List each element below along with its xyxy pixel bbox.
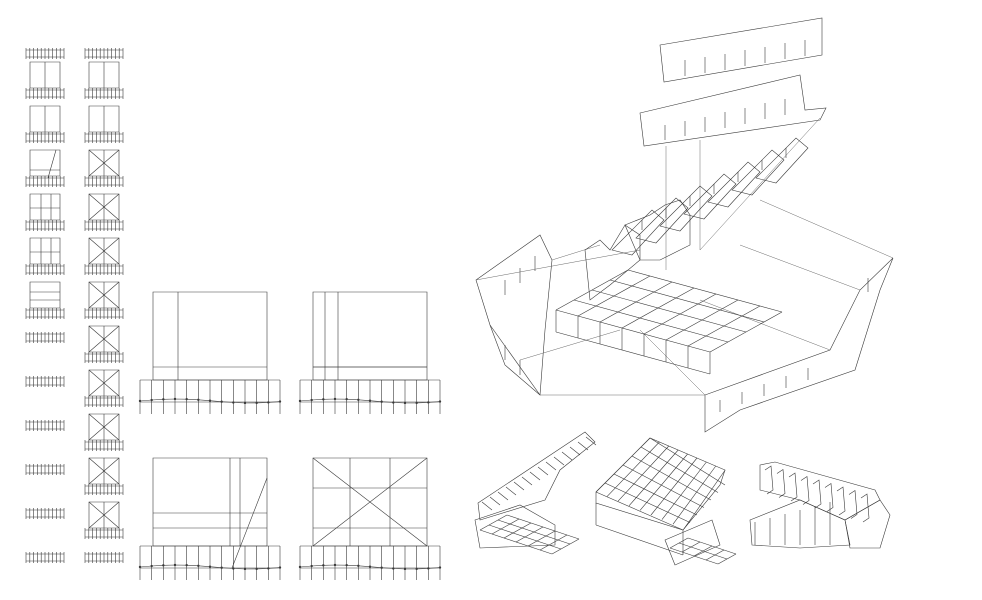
roof-fin-4 [684, 174, 736, 219]
thumbnail-right-4 [85, 150, 123, 187]
thumbnail-left-3 [26, 106, 64, 143]
thumbnail-left-13 [26, 552, 64, 563]
thumbnail-grid [26, 48, 123, 563]
roof-fins [612, 138, 808, 255]
upper-panel [660, 18, 822, 82]
roof-fin-6 [732, 150, 784, 195]
thumbnail-left-12 [26, 508, 64, 519]
floor-grid [556, 270, 782, 374]
thumbnail-right-13 [85, 552, 123, 563]
left-wall-slots [505, 256, 535, 375]
roof-grid-lines [596, 438, 725, 530]
rafter-lines [482, 437, 596, 510]
thumbnail-right-7 [85, 282, 123, 319]
right-wall-slots [720, 278, 868, 412]
thumbnail-right-8 [85, 326, 123, 363]
thumbnail-left-6 [26, 238, 64, 275]
stepped-wall [585, 225, 640, 300]
thumbnail-right-2 [85, 62, 123, 99]
thumbnail-right-5 [85, 194, 123, 231]
large-frame-1 [138, 292, 282, 414]
thumbnail-left-11 [26, 464, 64, 475]
left-side-wall [476, 235, 552, 395]
right-side-wall [705, 258, 893, 432]
second-panel-slots [665, 99, 785, 140]
large-elevation-frames [138, 292, 442, 580]
thumbnail-right-3 [85, 106, 123, 143]
thumbnail-left-8 [26, 332, 64, 343]
thumbnail-left-10 [26, 420, 64, 431]
thumbnail-left-5 [26, 194, 64, 231]
thumbnail-right-1 [85, 48, 123, 59]
thumbnail-right-6 [85, 238, 123, 275]
thumbnail-right-11 [85, 458, 123, 495]
large-frame-2 [298, 292, 442, 414]
rib-lines [755, 466, 869, 545]
thumbnail-right-12 [85, 502, 123, 539]
thumbnail-left-7 [26, 282, 64, 319]
stepped-wall-2 [625, 200, 690, 260]
small-iso-roof-rafters [475, 432, 596, 554]
thumbnail-left-9 [26, 376, 64, 387]
small-iso-roof-grid [596, 438, 736, 565]
exploded-isometric-assembly [476, 18, 893, 432]
roof-fin-1 [612, 210, 664, 255]
small-iso-folded-ribs [750, 462, 890, 548]
roof-fin-7 [756, 138, 808, 183]
large-frame-3 [138, 458, 282, 580]
roof-fin-5 [708, 162, 760, 207]
thumbnail-left-2 [26, 62, 64, 99]
thumbnail-right-10 [85, 414, 123, 451]
small-floor-grid-1 [480, 515, 579, 554]
thumbnail-left-4 [26, 150, 64, 187]
roof-fin-3 [660, 186, 712, 231]
second-panel [640, 75, 826, 146]
roof-fin-2 [636, 198, 688, 243]
thumbnail-left-1 [26, 48, 64, 59]
upper-panel-slots [685, 40, 805, 76]
small-floor-grid-2 [670, 538, 736, 564]
large-frame-4 [298, 458, 442, 580]
thumbnail-right-9 [85, 370, 123, 407]
